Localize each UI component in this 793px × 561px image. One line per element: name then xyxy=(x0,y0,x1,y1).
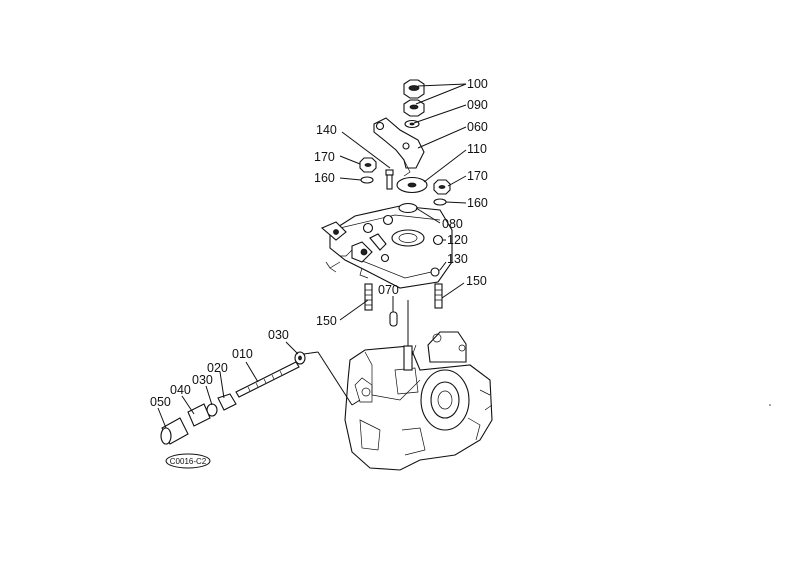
stop-bolt-assembly xyxy=(160,351,306,445)
label-080: 080 xyxy=(442,217,463,231)
o-ring-080 xyxy=(398,202,418,214)
speck xyxy=(769,404,771,406)
diagram-code-badge: C0016-C2 xyxy=(165,453,211,469)
label-100: 100 xyxy=(467,77,488,91)
governor-cover xyxy=(320,205,453,289)
leader-lines xyxy=(157,83,467,429)
label-060: 060 xyxy=(467,120,488,134)
label-040: 040 xyxy=(170,383,191,397)
label-030-lower: 030 xyxy=(192,373,213,387)
label-030-upper: 030 xyxy=(268,328,289,342)
nut-stack xyxy=(403,79,425,129)
label-020: 020 xyxy=(207,361,228,375)
label-150-left: 150 xyxy=(316,314,337,328)
label-140: 140 xyxy=(316,123,337,137)
pin-070 xyxy=(389,311,398,327)
diagram-code-text: C0016-C2 xyxy=(170,457,207,466)
label-070: 070 xyxy=(378,283,399,297)
callout-labels: 100 090 060 110 140 170 160 170 160 080 … xyxy=(150,77,488,409)
label-170-right: 170 xyxy=(467,169,488,183)
label-010: 010 xyxy=(232,347,253,361)
label-130: 130 xyxy=(447,252,468,266)
engine-block xyxy=(344,331,493,471)
nut-left xyxy=(359,157,377,184)
label-170-left: 170 xyxy=(314,150,335,164)
nut-right xyxy=(433,179,451,206)
stud-right xyxy=(434,283,443,309)
label-160-right: 160 xyxy=(467,196,488,210)
label-120: 120 xyxy=(447,233,468,247)
label-150-right: 150 xyxy=(466,274,487,288)
stud-left xyxy=(364,283,373,311)
governor-shaft xyxy=(403,300,413,371)
label-110: 110 xyxy=(467,142,487,156)
bolt-140 xyxy=(385,169,394,190)
washer-110 xyxy=(396,176,428,194)
label-090: 090 xyxy=(467,98,488,112)
label-050: 050 xyxy=(150,395,171,409)
governor-lever xyxy=(373,117,425,177)
label-160-left: 160 xyxy=(314,171,335,185)
